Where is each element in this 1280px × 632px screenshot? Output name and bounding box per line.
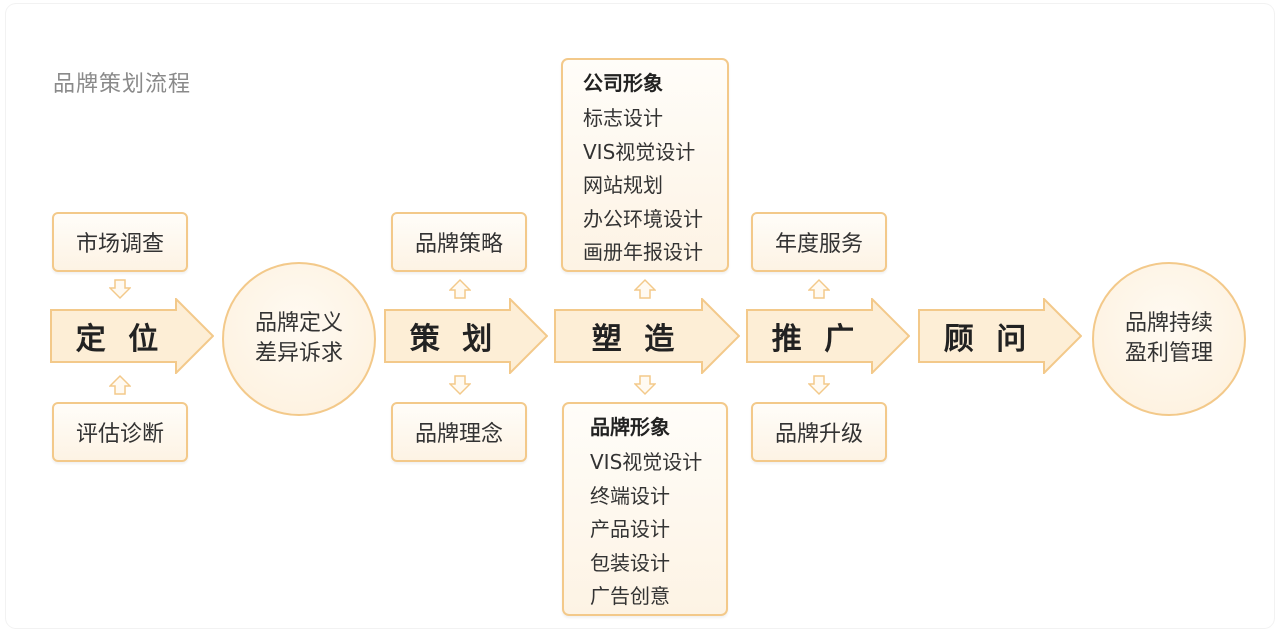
box-market-research: 市场调查 — [52, 212, 188, 272]
stage-label: 推 广 — [771, 322, 861, 357]
box-brand-concept: 品牌理念 — [391, 402, 527, 462]
list-item: 包装设计 — [590, 550, 670, 575]
stage-label: 顾 问 — [943, 322, 1033, 357]
list-item: 画册年报设计 — [583, 240, 703, 264]
brand-image-box: 品牌形象 VIS视觉设计 终端设计 产品设计 包装设计 广告创意 — [562, 402, 728, 616]
box-evaluation: 评估诊断 — [52, 402, 188, 462]
diagram-title: 品牌策划流程 — [53, 72, 192, 97]
circle-line: 品牌持续 — [1124, 311, 1213, 336]
arrow-down-icon — [109, 279, 131, 300]
list-item: 办公环境设计 — [583, 206, 703, 231]
brand-image-heading: 品牌形象 — [590, 415, 670, 439]
box-brand-upgrade: 品牌升级 — [751, 402, 887, 462]
list-item: 标志设计 — [583, 106, 663, 130]
box-annual-service: 年度服务 — [751, 212, 887, 272]
list-item: VIS视觉设计 — [590, 450, 703, 474]
company-image-box: 公司形象 标志设计 VIS视觉设计 网站规划 办公环境设计 画册年报设计 — [561, 58, 729, 272]
arrow-up-icon — [808, 278, 830, 299]
stage-arrow-planning: 策 划 — [384, 298, 548, 374]
arrow-down-icon — [449, 375, 471, 396]
circle-line: 品牌定义 — [254, 311, 343, 336]
arrow-down-icon — [808, 375, 830, 396]
arrow-down-icon — [634, 375, 656, 396]
stage-arrow-promotion: 推 广 — [746, 298, 910, 374]
arrow-up-icon — [449, 278, 471, 299]
stage-label: 策 划 — [409, 322, 499, 357]
stage-arrow-positioning: 定 位 — [50, 298, 214, 374]
box-brand-strategy: 品牌策略 — [391, 212, 527, 272]
company-image-heading: 公司形象 — [583, 71, 663, 95]
stage-label: 塑 造 — [591, 322, 681, 357]
arrow-up-icon — [634, 278, 656, 299]
arrow-up-icon — [109, 374, 131, 395]
list-item: 产品设计 — [590, 517, 670, 541]
list-item: 广告创意 — [590, 584, 670, 608]
stage-arrow-shaping: 塑 造 — [554, 298, 740, 374]
list-item: 终端设计 — [590, 483, 670, 508]
circle-line: 差异诉求 — [254, 341, 343, 366]
circle-brand-definition: 品牌定义 差异诉求 — [222, 262, 376, 416]
list-item: VIS视觉设计 — [583, 139, 696, 164]
list-item: 网站规划 — [583, 173, 663, 197]
stage-label: 定 位 — [75, 322, 165, 357]
circle-line: 盈利管理 — [1124, 341, 1213, 366]
stage-arrow-consulting: 顾 问 — [918, 298, 1082, 374]
circle-brand-profit: 品牌持续 盈利管理 — [1092, 262, 1246, 416]
